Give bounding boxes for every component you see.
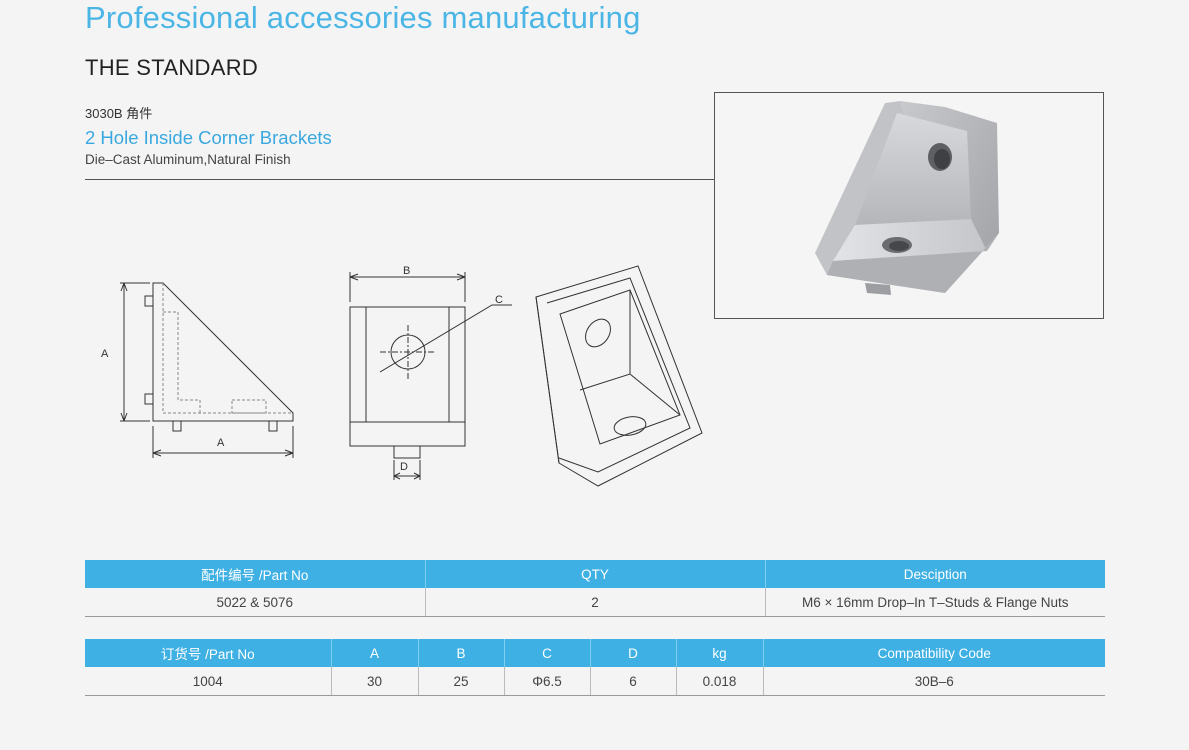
side-view-outline: [152, 282, 294, 422]
accessories-table: 配件编号 /Part No QTY Desciption 5022 & 5076…: [85, 560, 1105, 617]
header-qty: QTY: [424, 560, 765, 588]
header-a: A: [330, 639, 418, 667]
header-description: Desciption: [764, 560, 1105, 588]
cell-description: M6 × 16mm Drop–In T–Studs & Flange Nuts: [764, 588, 1105, 617]
table-row: 1004 30 25 Φ6.5 6 0.018 30B–6: [85, 667, 1105, 696]
technical-drawings: A A B C D: [101, 265, 703, 487]
header-c: C: [503, 639, 590, 667]
bracket-photo-illustration: [815, 101, 999, 295]
cell-qty: 2: [424, 588, 765, 617]
dim-label-d: D: [400, 461, 408, 473]
order-table: 订货号 /Part No A B C D kg Compatibility Co…: [85, 639, 1105, 696]
dim-label-a-bottom: A: [217, 437, 225, 449]
cell-d: 6: [589, 667, 676, 696]
header-b: B: [417, 639, 504, 667]
cell-compatibility: 30B–6: [762, 667, 1105, 696]
headline: Professional accessories manufacturing: [85, 0, 641, 35]
header-order-part-no: 订货号 /Part No: [85, 639, 331, 667]
cell-part-no: 5022 & 5076: [85, 588, 425, 617]
header-d: D: [589, 639, 676, 667]
product-photo: [714, 92, 1104, 319]
header-part-no: 配件编号 /Part No: [85, 560, 425, 588]
table-row: 5022 & 5076 2 M6 × 16mm Drop–In T–Studs …: [85, 588, 1105, 617]
product-title: 2 Hole Inside Corner Brackets: [85, 127, 332, 148]
dim-label-b: B: [403, 265, 410, 277]
product-code: 3030B 角件: [85, 106, 153, 121]
cell-c: Φ6.5: [503, 667, 590, 696]
header-compatibility: Compatibility Code: [762, 639, 1105, 667]
divider-line: [85, 179, 715, 180]
cell-b: 25: [417, 667, 504, 696]
cell-order-part-no: 1004: [85, 667, 331, 696]
dim-label-c: C: [495, 294, 503, 306]
cell-kg: 0.018: [675, 667, 763, 696]
product-description: Die–Cast Aluminum,Natural Finish: [85, 152, 291, 167]
cell-a: 30: [330, 667, 418, 696]
dim-label-a-side: A: [101, 348, 109, 360]
header-kg: kg: [675, 639, 763, 667]
subheading: THE STANDARD: [85, 55, 259, 80]
